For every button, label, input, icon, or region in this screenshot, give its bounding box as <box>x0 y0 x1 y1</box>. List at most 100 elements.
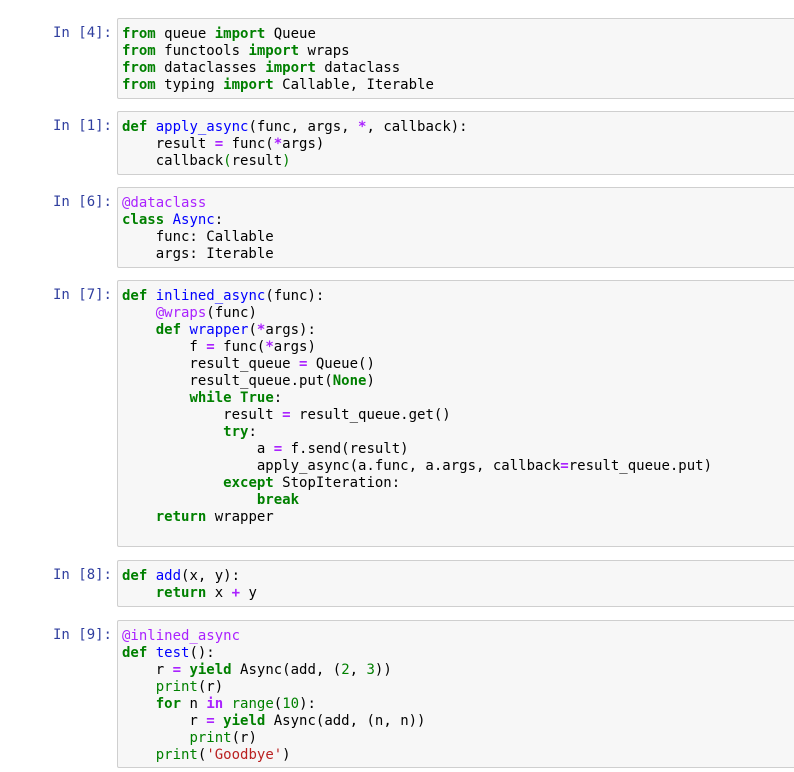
code-cell-4[interactable]: In [7]: def inlined_async(func): @wraps(… <box>0 280 794 547</box>
code-token: * <box>273 136 283 152</box>
code-token <box>122 390 189 406</box>
code-token: f.send(result) <box>282 441 409 457</box>
code-line: return x + y <box>122 585 794 602</box>
code-line: @dataclass <box>122 195 794 212</box>
code-line: def add(x, y): <box>122 568 794 585</box>
cell-prompt: In [6]: <box>52 194 112 210</box>
code-token: ) <box>282 747 291 763</box>
code-token: args) <box>282 136 325 152</box>
code-token: result_queue.get() <box>290 407 451 423</box>
code-token <box>122 585 156 601</box>
code-token <box>122 509 156 525</box>
code-line: for n in range(10): <box>122 696 794 713</box>
code-line: from dataclasses import dataclass <box>122 60 794 77</box>
code-token: ( <box>197 747 207 763</box>
code-token: * <box>358 119 367 135</box>
code-token: , <box>349 662 367 678</box>
code-token: = <box>214 136 224 152</box>
cell-prompt: In [4]: <box>52 25 112 41</box>
code-token: )) <box>374 662 392 678</box>
code-editor[interactable]: def apply_async(func, args, *, callback)… <box>117 111 794 175</box>
code-line: args: Iterable <box>122 246 794 263</box>
code-line: result_queue = Queue() <box>122 356 794 373</box>
code-token: try <box>223 424 249 440</box>
code-line: result_queue.put(None) <box>122 373 794 390</box>
code-token: Callable, Iterable <box>273 77 434 93</box>
code-token <box>215 713 223 729</box>
code-token: import <box>265 60 316 76</box>
code-token: Async <box>172 212 215 228</box>
code-line: func: Callable <box>122 229 794 246</box>
code-token: ( <box>248 322 257 338</box>
code-line <box>122 526 794 543</box>
code-line: apply_async(a.func, a.args, callback=res… <box>122 458 794 475</box>
code-token: = <box>560 458 569 474</box>
cell-prompt: In [8]: <box>52 567 112 583</box>
code-token: print <box>155 679 198 695</box>
code-token: 10 <box>282 696 300 712</box>
code-line: r = yield Async(add, (n, n)) <box>122 713 794 730</box>
code-line: @wraps(func) <box>122 305 794 322</box>
code-token: result <box>231 153 283 169</box>
code-editor[interactable]: def add(x, y): return x + y <box>117 560 794 607</box>
code-token: = <box>172 662 182 678</box>
code-token: def <box>122 119 148 135</box>
code-token: func( <box>214 339 266 355</box>
code-token: Async(add, ( <box>231 662 342 678</box>
code-token: functools <box>155 43 249 59</box>
code-lines: def add(x, y): return x + y <box>122 568 794 602</box>
code-token <box>147 119 155 135</box>
code-token: (func): <box>265 288 325 304</box>
code-token: result <box>122 136 215 152</box>
code-token: add <box>155 568 182 584</box>
code-line: class Async: <box>122 212 794 229</box>
code-token <box>147 568 155 584</box>
code-token: from <box>122 43 156 59</box>
code-token: wrapper <box>206 509 274 525</box>
code-token: break <box>256 492 300 508</box>
code-token: dataclass <box>315 60 401 76</box>
code-token: def <box>122 645 148 661</box>
code-token: f <box>122 339 207 355</box>
code-token <box>122 305 156 321</box>
code-token: = <box>206 339 215 355</box>
code-token <box>122 475 223 491</box>
code-line: from typing import Callable, Iterable <box>122 77 794 94</box>
code-line: break <box>122 492 794 509</box>
code-token: def <box>122 568 148 584</box>
code-token: (func, args, <box>248 119 359 135</box>
code-token: apply_async <box>155 119 249 135</box>
code-token <box>147 288 155 304</box>
code-token <box>122 492 257 508</box>
code-line: def wrapper(*args): <box>122 322 794 339</box>
code-token: print <box>155 747 198 763</box>
code-editor[interactable]: def inlined_async(func): @wraps(func) de… <box>117 280 794 547</box>
code-token: def <box>122 288 148 304</box>
code-token: callback <box>122 153 224 169</box>
code-cell-5[interactable]: In [8]: def add(x, y): return x + y <box>0 560 794 607</box>
code-line: @inlined_async <box>122 628 794 645</box>
code-token <box>122 424 223 440</box>
cell-prompt: In [9]: <box>52 627 112 643</box>
code-token <box>122 696 156 712</box>
code-line: result = func(*args) <box>122 136 794 153</box>
code-cell-2[interactable]: In [1]: def apply_async(func, args, *, c… <box>0 111 794 175</box>
code-token: wraps <box>299 43 350 59</box>
code-token: StopIteration: <box>273 475 401 491</box>
code-token: : <box>248 424 257 440</box>
code-line: while True: <box>122 390 794 407</box>
code-token: dataclasses <box>155 60 266 76</box>
code-token: import <box>248 43 300 59</box>
code-token <box>223 696 231 712</box>
code-token: return <box>155 585 207 601</box>
code-line: print(r) <box>122 679 794 696</box>
